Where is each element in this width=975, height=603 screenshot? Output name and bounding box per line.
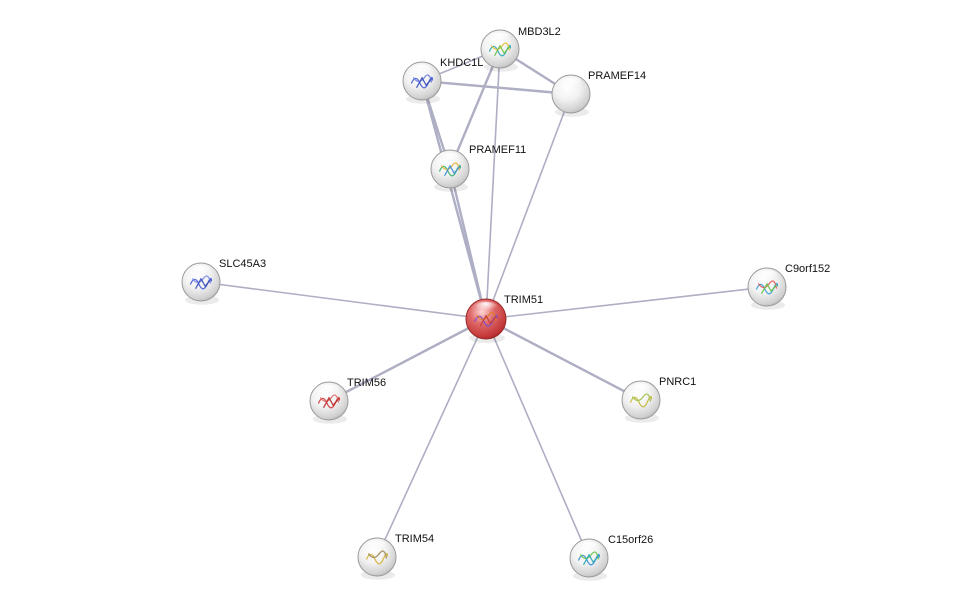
edge-khdc1l-pramef14[interactable] — [421, 79, 572, 96]
node-trim56[interactable]: TRIM56 — [309, 377, 386, 424]
node-label-c9orf152: C9orf152 — [785, 263, 830, 275]
edge-trim51-slc45a3[interactable] — [200, 281, 487, 320]
protein-structure-icon — [755, 280, 779, 295]
node-pnrc1[interactable]: PNRC1 — [621, 376, 696, 423]
node-label-slc45a3: SLC45A3 — [219, 258, 266, 270]
node-highlight — [559, 77, 583, 90]
protein-structure-icon — [577, 551, 601, 566]
edge-trim51-trim54[interactable] — [376, 318, 487, 558]
protein-structure-icon — [189, 275, 213, 290]
edge-trim51-pnrc1[interactable] — [485, 317, 642, 402]
node-label-khdc1l: KHDC1L — [440, 57, 483, 69]
protein-structure-icon — [365, 550, 389, 565]
node-label-trim54: TRIM54 — [395, 533, 434, 545]
edge-mbd3l2-pramef11[interactable] — [448, 48, 502, 170]
node-label-mbd3l2: MBD3L2 — [518, 26, 561, 38]
node-highlight — [317, 384, 341, 397]
protein-structure-icon — [438, 162, 462, 177]
node-trim51[interactable]: TRIM51 — [465, 294, 543, 343]
protein-structure-icon — [474, 312, 498, 327]
node-trim54[interactable]: TRIM54 — [357, 533, 434, 580]
node-c9orf152[interactable]: C9orf152 — [747, 263, 830, 310]
node-highlight — [189, 265, 213, 278]
node-highlight — [577, 541, 601, 554]
edge-trim51-pramef14[interactable] — [485, 93, 572, 320]
node-highlight — [438, 152, 462, 165]
node-c15orf26[interactable]: C15orf26 — [569, 534, 653, 581]
node-label-pnrc1: PNRC1 — [659, 376, 696, 388]
edge-trim51-trim56[interactable] — [328, 317, 487, 403]
protein-structure-icon — [317, 394, 341, 409]
protein-structure-icon — [410, 74, 434, 89]
node-label-trim56: TRIM56 — [347, 377, 386, 389]
node-label-pramef14: PRAMEF14 — [588, 70, 646, 82]
node-highlight — [488, 32, 512, 45]
protein-structure-icon — [629, 393, 653, 408]
edge-trim51-c9orf152[interactable] — [485, 286, 768, 320]
node-highlight — [755, 270, 779, 283]
edge-trim51-mbd3l2[interactable] — [485, 48, 501, 320]
node-mbd3l2[interactable]: MBD3L2 — [480, 26, 561, 72]
node-highlight — [473, 301, 499, 315]
node-label-trim51: TRIM51 — [504, 294, 543, 306]
node-slc45a3[interactable]: SLC45A3 — [181, 258, 266, 305]
node-highlight — [629, 383, 653, 396]
node-pramef14[interactable]: PRAMEF14 — [551, 70, 646, 117]
node-label-pramef11: PRAMEF11 — [469, 144, 526, 156]
node-highlight — [410, 64, 434, 77]
node-highlight — [365, 540, 389, 553]
edge-trim51-c15orf26[interactable] — [485, 318, 590, 559]
node-pramef11[interactable]: PRAMEF11 — [430, 144, 526, 192]
protein-structure-icon — [488, 42, 512, 57]
node-khdc1l[interactable]: KHDC1L — [402, 57, 483, 104]
edge-trim51-pramef11[interactable] — [448, 168, 488, 320]
node-label-c15orf26: C15orf26 — [608, 534, 653, 546]
